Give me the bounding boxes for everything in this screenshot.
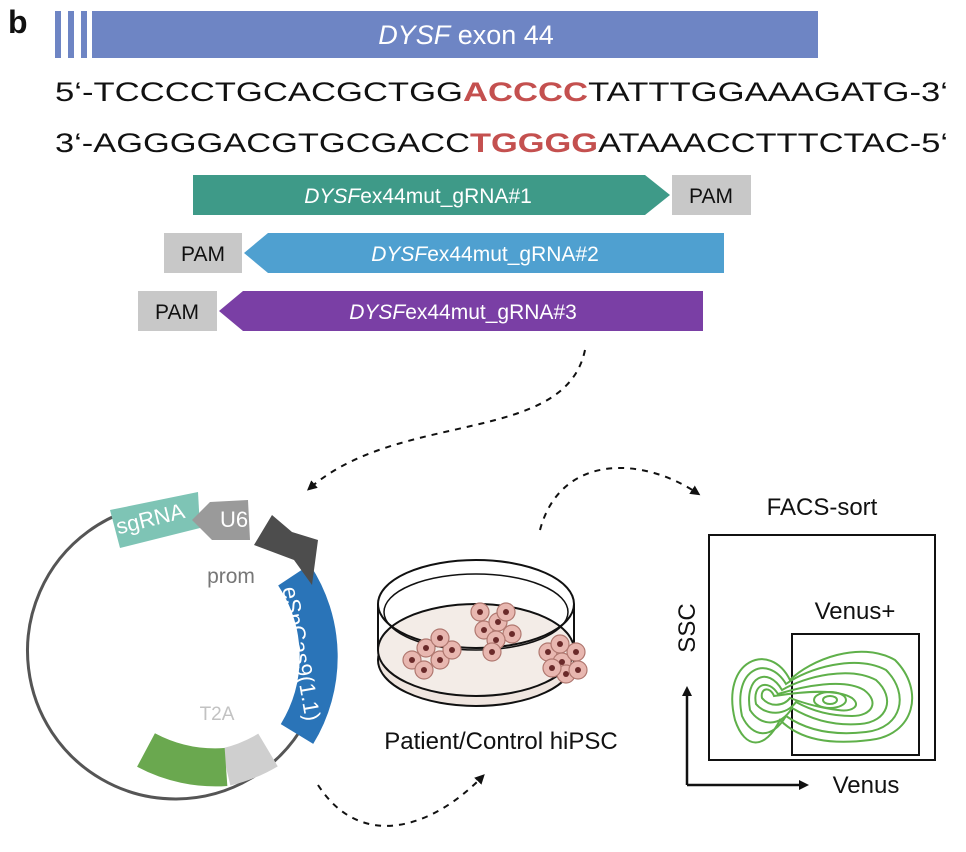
contour-lines — [731, 650, 914, 744]
cell-colony — [402, 602, 588, 684]
dashed-arrow-to-dish — [317, 774, 485, 827]
grna-3: PAM DYSFex44mut_gRNA#3 — [138, 291, 703, 331]
exon-banner: DYSF exon 44 — [55, 11, 818, 58]
grna-3-label: DYSFex44mut_gRNA#3 — [349, 301, 577, 324]
dashed-arrow-to-facs — [539, 467, 701, 531]
t2a-label: T2A — [200, 704, 235, 725]
pam-box-1 — [672, 175, 751, 215]
facs-plot: FACS-sort Venus+ SSC Venus — [674, 494, 936, 799]
petri-dish — [377, 559, 588, 707]
facs-title: FACS-sort — [767, 494, 878, 521]
plasmid-backbone — [26, 503, 302, 801]
u6-label: U6 — [220, 507, 248, 532]
t2a-segment — [221, 733, 278, 786]
pam-label-1: PAM — [689, 185, 733, 208]
panel-label: b — [8, 4, 28, 40]
y-axis-label: SSC — [674, 603, 701, 652]
prom-label: prom — [207, 565, 255, 588]
grna-2: PAM DYSFex44mut_gRNA#2 — [164, 233, 724, 273]
pam-box-3 — [138, 291, 217, 331]
venus-segment — [137, 732, 228, 787]
pam-box-2 — [164, 233, 242, 273]
cas9-segment — [277, 564, 338, 744]
dashed-arrow-to-plasmid — [306, 349, 586, 491]
pam-label-2: PAM — [181, 243, 225, 266]
grna-1: DYSFex44mut_gRNA#1 PAM — [193, 175, 751, 215]
exon-banner-label: DYSF exon 44 — [378, 20, 554, 50]
facs-plot-frame — [708, 534, 936, 761]
x-axis-label: Venus — [833, 772, 900, 799]
u6-arrow — [192, 500, 250, 540]
grna-1-label: DYSFex44mut_gRNA#1 — [304, 185, 532, 208]
grna-2-label: DYSFex44mut_gRNA#2 — [371, 243, 599, 266]
plasmid-map: sgRNA U6 prom T2A eSpCas9(1.1) — [26, 492, 338, 801]
pam-label-3: PAM — [155, 301, 199, 324]
sgrna-segment — [110, 492, 200, 548]
promoter-arrow — [254, 515, 318, 585]
dish-label: Patient/Control hiPSC — [384, 728, 617, 755]
venus-gate-label: Venus+ — [815, 598, 896, 625]
